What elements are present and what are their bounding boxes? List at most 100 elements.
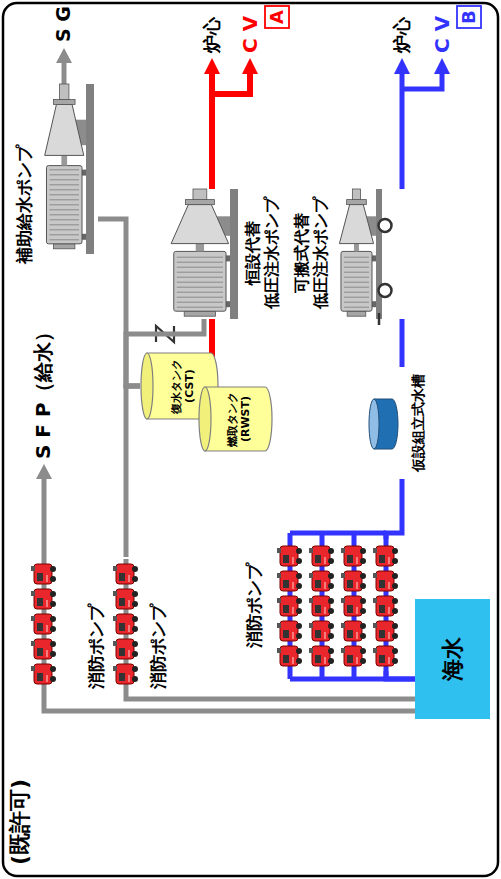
wheel: [328, 558, 334, 564]
fire-pump-icon: [280, 596, 298, 616]
motor-fin: [177, 302, 223, 303]
engine-detail: [341, 598, 345, 603]
pipe-connector: [400, 319, 405, 367]
engine-detail: [283, 655, 289, 663]
wheel: [132, 651, 138, 657]
motor-foot: [226, 255, 230, 261]
fire-pump-icon: [116, 589, 134, 609]
motor-fin: [49, 234, 79, 235]
pump-casing: [45, 104, 84, 155]
motor-fin: [344, 302, 369, 303]
pump-motor: [174, 251, 226, 311]
engine-detail: [277, 573, 281, 578]
engine-detail: [46, 625, 48, 632]
engine-detail: [283, 555, 289, 563]
engine-detail: [119, 623, 125, 631]
engine-detail: [324, 657, 326, 664]
fire-pump-icon: [344, 646, 362, 666]
engine-detail: [119, 573, 125, 581]
callout-frame: [457, 6, 481, 28]
node-text: 海水: [440, 604, 466, 714]
engine-detail: [37, 648, 43, 656]
fire-pump-group: 消防ポンプ: [110, 557, 174, 689]
wheel: [360, 623, 366, 629]
fire-pump-icon: [280, 546, 298, 566]
wheel: [392, 598, 398, 604]
motor-fin: [177, 307, 223, 308]
trailer-wheel: [379, 284, 392, 297]
pump-base: [230, 189, 238, 319]
frame: [3, 3, 498, 876]
wheel: [360, 608, 366, 614]
arrow-head: [394, 58, 410, 74]
engine-detail: [113, 641, 117, 646]
tank: 仮設組立式水槽: [368, 367, 436, 479]
callout-box: B: [456, 5, 482, 29]
fire-pump-icon: [344, 546, 362, 566]
engine-detail: [113, 591, 117, 596]
motor-fin: [344, 257, 369, 258]
fire-pump-icon: [376, 621, 394, 641]
engine-detail: [309, 648, 313, 653]
wheel: [132, 566, 138, 572]
fire-pump-icon: [312, 621, 330, 641]
motor-fin: [49, 219, 79, 220]
tank-top: [141, 353, 153, 419]
node-text: 消防ポンプ: [244, 540, 264, 670]
pump-nozzle: [193, 189, 207, 200]
destination-label: 炉心: [202, 17, 222, 53]
destination-label: 炉心: [392, 17, 412, 53]
motor-fin: [177, 277, 223, 278]
destination-label: S G: [53, 6, 74, 42]
node-text: 可搬式代替 低圧注水ポンプ: [292, 188, 330, 318]
engine-detail: [113, 616, 117, 621]
pipe-connector: [126, 386, 140, 557]
motor-fin: [49, 199, 79, 200]
engine-detail: [277, 548, 281, 553]
fire-pump-icon: [280, 646, 298, 666]
destination-label: S F P（給水）: [32, 322, 54, 459]
motor-fin: [344, 272, 369, 273]
wheel: [328, 658, 334, 664]
motor-fin: [344, 282, 369, 283]
wheel: [132, 626, 138, 632]
engine-detail: [277, 598, 281, 603]
portable-pump: 可搬式代替 低圧注水ポンプ: [292, 187, 410, 319]
engine-detail: [356, 582, 358, 589]
engine-detail: [37, 623, 43, 631]
wheel: [360, 573, 366, 579]
wheel: [392, 648, 398, 654]
engine-detail: [277, 648, 281, 653]
pump-flange: [53, 99, 75, 104]
motor-fin: [49, 179, 79, 180]
fire-pump-icon: [34, 589, 52, 609]
engine-detail: [379, 580, 385, 588]
engine-detail: [324, 607, 326, 614]
engine-detail: [119, 648, 125, 656]
engine-detail: [347, 630, 353, 638]
wheel: [50, 576, 56, 582]
fire-pump-icon: [280, 621, 298, 641]
engine-detail: [31, 616, 35, 621]
tank-body: [205, 387, 272, 451]
motor-foot: [226, 301, 230, 307]
engine-detail: [347, 555, 353, 563]
fire-pump-icon: [312, 546, 330, 566]
motor-fin: [49, 194, 79, 195]
motor-fin: [177, 257, 223, 258]
engine-detail: [373, 573, 377, 578]
wheel: [328, 598, 334, 604]
destination-label-holder: 炉心: [392, 17, 412, 53]
engine-detail: [292, 607, 294, 614]
wheel: [392, 558, 398, 564]
red-pipe: [212, 72, 250, 94]
engine-detail: [277, 623, 281, 628]
blue-pipe: [402, 72, 442, 89]
node-text: A: [266, 7, 288, 27]
motor-fin: [49, 224, 79, 225]
tank: 燃取タンク (RWST): [198, 386, 272, 452]
wheel: [50, 601, 56, 607]
engine-detail: [341, 648, 345, 653]
red-pipe: [209, 72, 215, 189]
arrow-head: [36, 464, 52, 479]
